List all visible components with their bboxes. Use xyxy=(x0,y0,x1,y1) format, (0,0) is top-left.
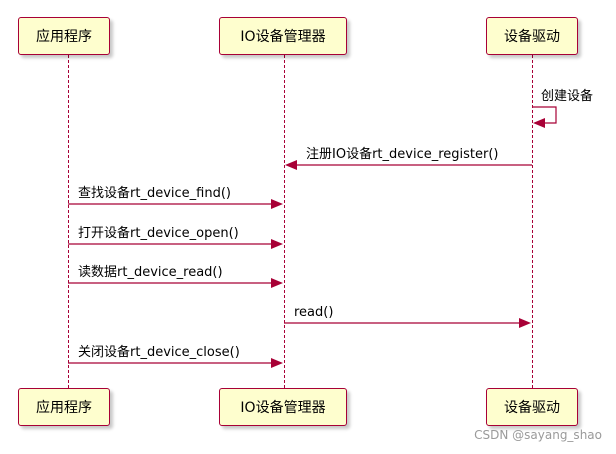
message-label-create: 创建设备 xyxy=(541,89,594,104)
arrow-read-head xyxy=(271,278,283,288)
message-label-find: 查找设备rt_device_find() xyxy=(78,186,231,201)
participant-app-bottom: 应用程序 xyxy=(18,388,110,426)
arrow-driver-read-head xyxy=(519,318,531,328)
lifeline-io-manager xyxy=(284,55,285,388)
participant-device-driver-bottom: 设备驱动 xyxy=(486,388,578,426)
participant-device-driver-top: 设备驱动 xyxy=(486,17,578,55)
message-label-close: 关闭设备rt_device_close() xyxy=(78,345,240,360)
message-label-open: 打开设备rt_device_open() xyxy=(78,226,239,241)
arrow-create-head xyxy=(533,118,545,128)
arrow-open-head xyxy=(271,239,283,249)
arrow-find-head xyxy=(271,199,283,209)
participant-io-manager-bottom: IO设备管理器 xyxy=(219,388,347,426)
lifeline-app xyxy=(68,55,69,388)
arrow-create-self xyxy=(532,106,557,124)
watermark: CSDN @sayang_shao xyxy=(474,428,602,442)
message-label-read: 读数据rt_device_read() xyxy=(78,265,223,280)
message-label-register: 注册IO设备rt_device_register() xyxy=(306,147,499,162)
participant-io-manager-top: IO设备管理器 xyxy=(219,17,347,55)
lifeline-device-driver xyxy=(532,55,533,388)
participant-app-top: 应用程序 xyxy=(18,17,110,55)
arrow-register-head xyxy=(285,160,297,170)
arrow-close-head xyxy=(271,358,283,368)
message-label-driver-read: read() xyxy=(294,305,334,320)
